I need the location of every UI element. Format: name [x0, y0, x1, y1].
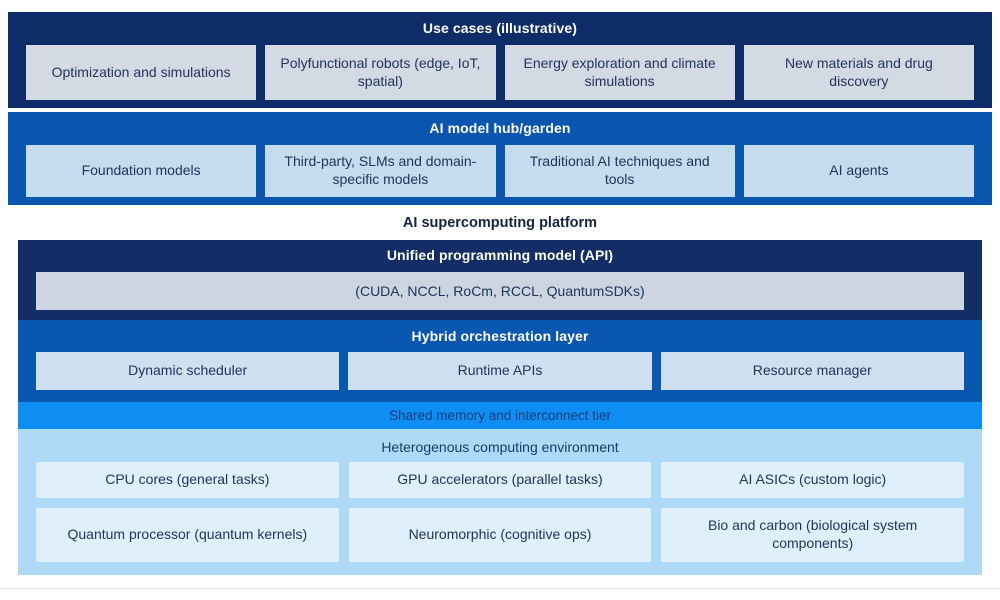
hetero-item-quantum: Quantum processor (quantum kernels): [36, 508, 339, 562]
use-case-item-label: New materials and drug discovery: [784, 54, 933, 89]
orchestration-item-resource: Resource manager: [660, 352, 964, 390]
model-hub-item-traditional: Traditional AI techniques and tools: [504, 145, 735, 197]
use-cases-band: Use cases (illustrative) Optimization an…: [8, 12, 992, 108]
hetero-item-cpu: CPU cores (general tasks): [36, 462, 339, 498]
platform-title: AI supercomputing platform: [402, 215, 598, 231]
shared-memory-band: Shared memory and interconnect tier: [18, 402, 982, 429]
orchestration-item-scheduler: Dynamic scheduler: [36, 352, 340, 390]
heterogenous-grid: CPU cores (general tasks) GPU accelerato…: [18, 462, 982, 562]
model-hub-item-label: AI agents: [829, 162, 889, 179]
orchestration-row: Dynamic scheduler Runtime APIs Resource …: [18, 352, 982, 390]
bottom-divider: [0, 588, 1000, 589]
model-hub-item-foundation: Foundation models: [26, 145, 257, 197]
use-case-item-label: Polyfunctional robots (edge, IoT, spatia…: [280, 54, 481, 89]
use-case-item-materials: New materials and drug discovery: [743, 45, 974, 100]
model-hub-title: AI model hub/garden: [429, 120, 571, 136]
hetero-item-gpu: GPU accelerators (parallel tasks): [348, 462, 652, 498]
use-cases-title: Use cases (illustrative): [422, 20, 578, 36]
model-hub-item-label: Third-party, SLMs and domain-specific mo…: [284, 153, 477, 187]
hetero-item-label: CPU cores (general tasks): [105, 471, 270, 488]
orchestration-section: Hybrid orchestration layer Dynamic sched…: [18, 320, 982, 402]
hetero-item-bio: Bio and carbon (biological system compon…: [661, 508, 964, 562]
hetero-item-label: AI ASICs (custom logic): [739, 471, 887, 488]
hetero-item-label: Neuromorphic (cognitive ops): [408, 526, 592, 543]
hetero-item-label: Bio and carbon (biological system compon…: [707, 517, 918, 551]
heterogenous-section: Heterogenous computing environment CPU c…: [18, 429, 982, 575]
use-case-item-energy: Energy exploration and climate simulatio…: [504, 45, 735, 100]
orchestration-item-label: Runtime APIs: [457, 362, 543, 379]
model-hub-item-label: Foundation models: [81, 162, 201, 179]
model-hub-item-thirdparty: Third-party, SLMs and domain-specific mo…: [265, 145, 496, 197]
hetero-item-asic: AI ASICs (custom logic): [661, 462, 964, 498]
use-case-item-label: Energy exploration and climate simulatio…: [523, 54, 716, 89]
model-hub-item-label: Traditional AI techniques and tools: [529, 153, 710, 187]
unified-programming-section: Unified programming model (API) (CUDA, N…: [18, 240, 982, 320]
unified-programming-title: Unified programming model (API): [386, 247, 614, 263]
orchestration-item-label: Dynamic scheduler: [128, 362, 248, 379]
orchestration-item-runtime: Runtime APIs: [348, 352, 652, 390]
use-case-item-label: Optimization and simulations: [51, 63, 231, 80]
heterogenous-title: Heterogenous computing environment: [381, 439, 619, 455]
model-hub-item-agents: AI agents: [743, 145, 974, 197]
orchestration-item-label: Resource manager: [752, 362, 872, 379]
use-case-item-robots: Polyfunctional robots (edge, IoT, spatia…: [265, 45, 496, 100]
orchestration-title: Hybrid orchestration layer: [411, 328, 589, 344]
platform-stack: Unified programming model (API) (CUDA, N…: [18, 240, 982, 575]
use-cases-row: Optimization and simulations Polyfunctio…: [8, 45, 992, 100]
hetero-item-label: Quantum processor (quantum kernels): [67, 526, 308, 543]
model-hub-band: AI model hub/garden Foundation models Th…: [8, 112, 992, 205]
model-hub-row: Foundation models Third-party, SLMs and …: [8, 145, 992, 197]
sdk-list-box: (CUDA, NCCL, RoCm, RCCL, QuantumSDKs): [36, 272, 964, 310]
hetero-item-label: GPU accelerators (parallel tasks): [397, 471, 603, 488]
hetero-item-neuromorphic: Neuromorphic (cognitive ops): [348, 508, 652, 562]
use-case-item-optimization: Optimization and simulations: [26, 45, 257, 100]
